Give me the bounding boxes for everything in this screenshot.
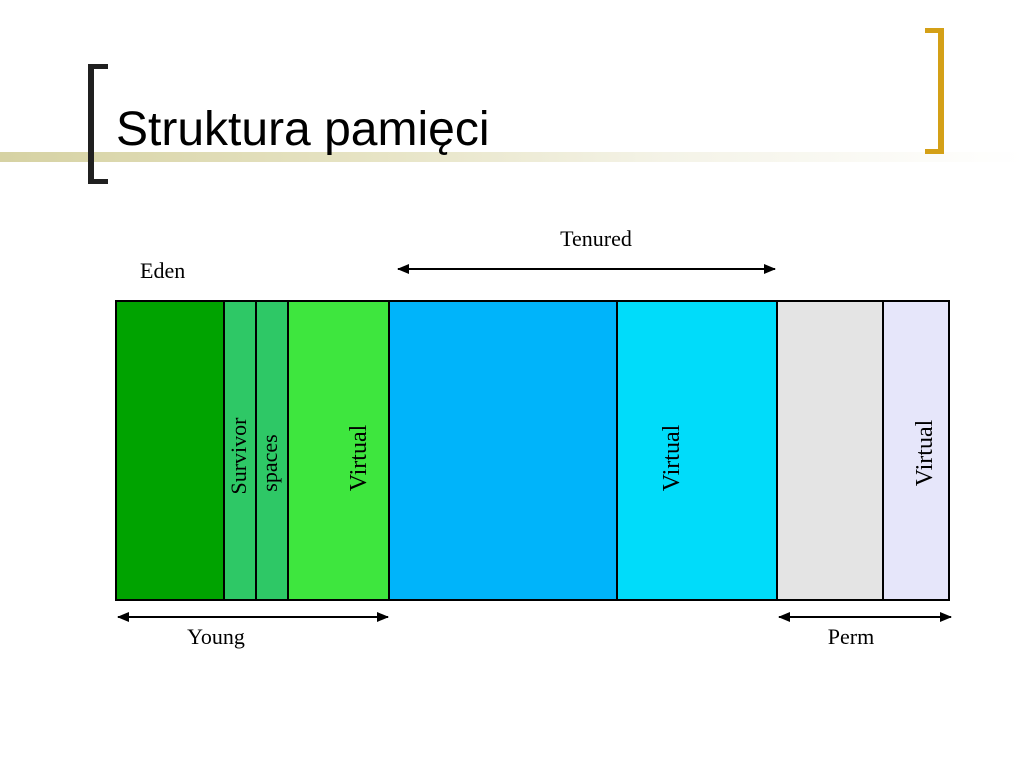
left-bracket-decoration	[88, 64, 108, 184]
survivor-space-1-segment	[223, 300, 257, 601]
perm-segment	[776, 300, 884, 601]
tenured-virtual-segment	[616, 300, 778, 601]
perm-virtual-label: Virtual	[912, 419, 938, 486]
survivor-label-line2: spaces	[257, 434, 282, 491]
perm-label: Perm	[828, 624, 874, 649]
young-virtual-label: Virtual	[346, 424, 372, 491]
page-title: Struktura pamięci	[116, 103, 490, 156]
tenured-label: Tenured	[560, 226, 632, 251]
title-underline-bar	[0, 152, 1024, 162]
tenured-segment	[388, 300, 618, 601]
right-bracket-decoration	[925, 28, 944, 154]
eden-segment	[115, 300, 225, 601]
tenured-virtual-label: Virtual	[659, 424, 685, 491]
eden-label: Eden	[140, 258, 185, 283]
survivor-space-2-segment	[255, 300, 289, 601]
perm-virtual-segment	[882, 300, 950, 601]
young-virtual-segment	[287, 300, 390, 601]
young-label: Young	[187, 624, 245, 649]
survivor-label-line1: Survivor	[226, 417, 251, 495]
